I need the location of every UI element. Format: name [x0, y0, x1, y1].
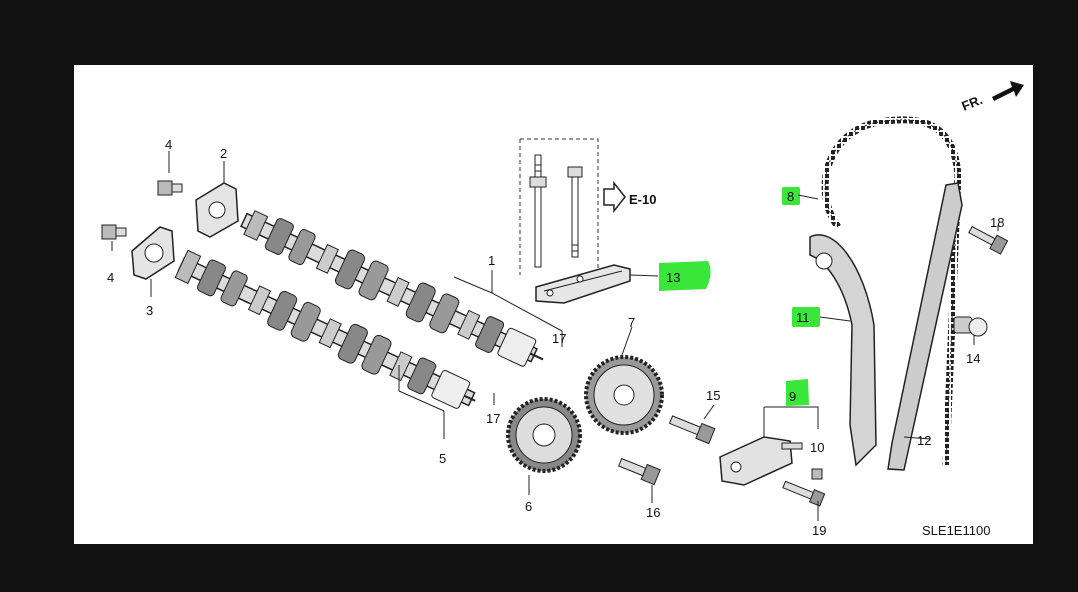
- part-8-timing-chain: [821, 116, 962, 466]
- part-13-holder: [535, 264, 631, 304]
- part-12-chain-guide: [887, 182, 963, 471]
- part-11-tensioner-arm: [809, 234, 877, 467]
- callout-6: 6: [525, 499, 532, 514]
- part-15-bolt: [668, 415, 716, 445]
- highlight-13: [659, 261, 711, 291]
- callout-12: 12: [917, 433, 931, 448]
- stud-bolt-group: E-10: [519, 138, 656, 278]
- callout-8: 8: [787, 189, 794, 204]
- part-9-tensioner: [719, 436, 803, 486]
- callout-19: 19: [812, 523, 826, 538]
- camshaft-lower: [174, 249, 476, 409]
- front-direction-indicator: FR.: [960, 81, 1024, 114]
- highlight-8: [782, 187, 800, 205]
- callout-2: 2: [220, 146, 227, 161]
- callout-17-lower: 17: [486, 411, 500, 426]
- front-arrow-icon: [992, 81, 1024, 101]
- part-14-bolt: [953, 316, 988, 337]
- part-4-bolt-upper: [157, 180, 183, 196]
- part-10-pin: [811, 468, 823, 480]
- callout-17-upper: 17: [552, 331, 566, 346]
- callout-18: 18: [990, 215, 1004, 230]
- part-2-plate: [195, 182, 239, 238]
- callout-11: 11: [796, 310, 810, 325]
- callout-14: 14: [966, 351, 980, 366]
- part-18-bolt: [968, 225, 1009, 255]
- callout-4-upper: 4: [165, 137, 172, 152]
- camshaft-upper: [240, 210, 544, 367]
- callout-7: 7: [628, 315, 635, 330]
- callout-5: 5: [439, 451, 446, 466]
- part-7-vtc-actuator: [584, 355, 664, 435]
- camshaft-timing-chain-diagram: E-10: [101, 81, 1024, 538]
- callout-9: 9: [789, 389, 796, 404]
- part-4-bolt-lower: [101, 224, 127, 240]
- callout-10: 10: [810, 440, 824, 455]
- parts-diagram-sheet: E-10: [74, 65, 1033, 544]
- leader-lines: [111, 151, 999, 521]
- drawing-code: SLE1E1100: [922, 523, 990, 538]
- part-19-bolt: [782, 480, 826, 507]
- highlight-9: [786, 379, 809, 406]
- callout-1: 1: [488, 253, 495, 268]
- reference-label: E-10: [629, 192, 656, 207]
- highlight-markers: [659, 187, 820, 406]
- callout-4-lower: 4: [107, 270, 114, 285]
- reference-arrow-icon: [603, 180, 626, 214]
- part-16-bolt: [617, 457, 661, 486]
- callout-3: 3: [146, 303, 153, 318]
- part-3-plate: [131, 226, 175, 280]
- callout-16: 16: [646, 505, 660, 520]
- callout-15: 15: [706, 388, 720, 403]
- front-label: FR.: [960, 92, 985, 114]
- callout-labels: 1 2 3 4 4 5 6 7 8 9 10 11 12 13 14 15 16…: [107, 137, 1004, 538]
- callout-13: 13: [666, 270, 680, 285]
- part-6-sprocket: [506, 397, 582, 473]
- highlight-11: [792, 307, 820, 327]
